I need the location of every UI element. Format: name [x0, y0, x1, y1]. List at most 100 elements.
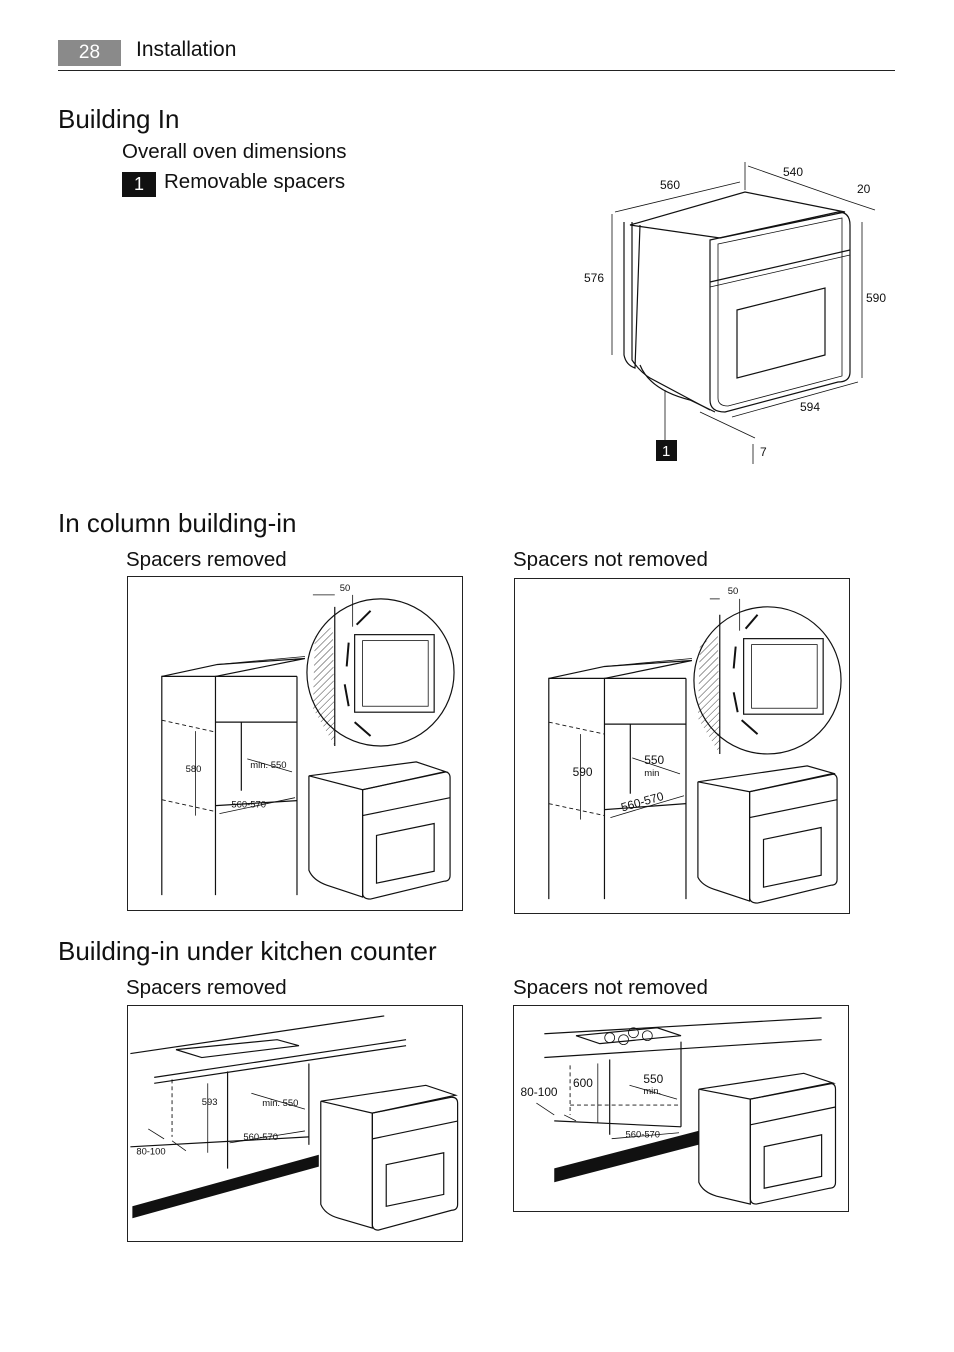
oven-window	[763, 1134, 823, 1189]
oven-window	[736, 287, 826, 379]
dim-line-560570	[229, 1130, 305, 1144]
cabinet-left-wall	[161, 675, 217, 896]
column-spacers-not-removed-diagram: 590 550 min 560-570 50	[514, 578, 850, 914]
heading-counter: Building-in under kitchen counter	[58, 936, 437, 966]
dim-line-min550	[247, 758, 293, 773]
hob	[175, 1039, 300, 1059]
dim-line-594	[731, 381, 859, 418]
column-spacers-removed-diagram: 580 min. 550 560-570 50	[127, 576, 463, 911]
caption-column-left: Spacers removed	[126, 548, 287, 571]
zoom-leader	[217, 656, 305, 665]
oven-control-line	[372, 1120, 458, 1140]
dim-line-min550	[251, 1092, 306, 1110]
dim-576: 576	[584, 271, 604, 285]
oven-window	[385, 1152, 445, 1208]
plinth	[132, 1154, 319, 1219]
airflow-arrow-1	[744, 614, 759, 630]
niche-dash-top	[548, 721, 605, 735]
dim-560570: 560-570	[626, 1129, 660, 1140]
oven-side	[320, 1101, 373, 1229]
dim-line-550	[632, 757, 681, 775]
zoom-oven-inner	[751, 644, 818, 709]
niche-floor	[554, 1120, 682, 1128]
plinth	[554, 1130, 699, 1183]
dim-560570: 560-570	[619, 789, 665, 815]
oven-control-line	[362, 797, 451, 817]
oven-bottom	[639, 364, 716, 413]
counter-top-back	[544, 1017, 822, 1035]
airflow-arrow-3	[732, 692, 739, 713]
niche-bottom	[215, 800, 298, 807]
zoom-oven-inner	[362, 640, 429, 707]
oven-front-inner	[717, 217, 843, 407]
hob-burner-4	[641, 1030, 653, 1042]
dim-line-560	[614, 181, 741, 213]
oven-back-plate	[623, 222, 641, 369]
oven-side	[631, 222, 711, 411]
legend-text: Removable spacers	[164, 170, 346, 193]
dim-line-560570	[611, 1132, 680, 1140]
dim-arrow-80100a	[536, 1102, 555, 1116]
zoom-wall-hatch	[697, 634, 720, 754]
oven-dimensions-diagram: 560 540 20 576 590 594 7 1	[584, 162, 886, 464]
airflow-arrow-3	[343, 684, 350, 707]
airflow-arrow-1	[355, 610, 372, 626]
niche-dash-bottom	[161, 799, 216, 813]
dim-min550: min. 550	[250, 760, 286, 771]
dim-arrow-80100b	[171, 1140, 187, 1152]
dim-min: min	[644, 768, 659, 779]
cabinet-left-wall	[548, 677, 606, 900]
counter-top-front	[544, 1039, 822, 1059]
oven-front	[371, 1096, 459, 1231]
dim-line-20	[844, 199, 876, 211]
dim-min: min.	[643, 1085, 661, 1096]
counter-top-back	[130, 1015, 385, 1055]
dim-line-540	[747, 165, 846, 201]
callout-box	[656, 440, 677, 461]
dim-80100: 80-100	[521, 1085, 558, 1099]
dim-50: 50	[340, 583, 351, 594]
oven-front	[749, 1082, 837, 1205]
oven-window	[375, 822, 435, 884]
callout-number: 1	[662, 443, 670, 460]
dim-560: 560	[660, 178, 680, 192]
zoom-oven-section	[743, 638, 824, 715]
dim-line-550	[629, 1084, 678, 1100]
oven-front-frame	[709, 211, 851, 413]
counter-top-edge	[154, 1045, 407, 1084]
caption-counter-left: Spacers removed	[126, 976, 287, 999]
dim-line-560570	[219, 797, 296, 814]
zoom-leader	[604, 658, 692, 667]
hob	[575, 1027, 682, 1045]
legend-number: 1	[122, 172, 156, 197]
niche-dash-bottom	[548, 803, 605, 817]
page-number: 28	[58, 40, 121, 66]
niche-dash-top	[161, 719, 216, 733]
hob-burner-2	[628, 1027, 639, 1039]
oven-top	[320, 1084, 458, 1114]
oven-side	[308, 775, 364, 898]
counter-top-front	[154, 1039, 407, 1078]
zoom-wall-hatch	[312, 626, 335, 746]
zoom-circle	[693, 606, 842, 755]
airflow-arrow-2	[345, 642, 350, 667]
cabinet-top	[161, 657, 306, 677]
dim-line-7	[699, 411, 756, 439]
heading-building-in: Building In	[58, 104, 180, 134]
dim-line-560570	[610, 795, 685, 818]
oven-side	[697, 781, 751, 902]
oven-top	[697, 765, 836, 793]
zoom-oven-section	[354, 634, 435, 713]
oven-top	[629, 191, 846, 239]
dim-arrow-80100b	[563, 1114, 577, 1122]
dim-590: 590	[866, 291, 886, 305]
subheading-overall-dimensions: Overall oven dimensions	[122, 140, 347, 163]
dim-560570: 560-570	[243, 1131, 278, 1142]
oven-top	[698, 1072, 836, 1100]
caption-column-right: Spacers not removed	[513, 548, 708, 571]
dim-7: 7	[760, 445, 767, 459]
hob-burner-3	[618, 1034, 629, 1046]
counter-spacers-not-removed-diagram: 600 550 min. 560-570 80-100	[513, 1005, 849, 1212]
oven-control-line	[709, 249, 851, 283]
oven-front	[748, 773, 838, 904]
